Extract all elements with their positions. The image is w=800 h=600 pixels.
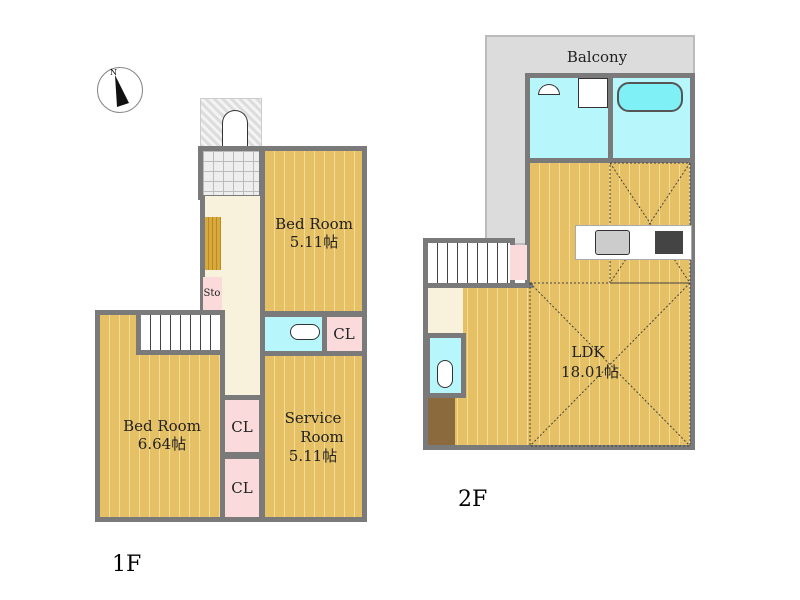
ldk-name: LDK xyxy=(571,343,605,361)
storage-2f xyxy=(428,398,455,445)
stairs-1f[interactable] xyxy=(136,310,225,355)
ldk-size: 18.01帖 xyxy=(561,363,619,381)
toilet-2f-icon xyxy=(437,360,453,388)
compass: N xyxy=(97,67,143,113)
balcony-label: Balcony xyxy=(566,48,628,66)
storage-label: Sto xyxy=(203,288,221,299)
ldk xyxy=(525,158,695,450)
floor-label-2f: 2F xyxy=(458,487,488,512)
bathtub-icon xyxy=(617,82,683,112)
north-arrow-icon xyxy=(115,75,129,107)
service-room xyxy=(260,351,367,522)
floor-label-1f: 1F xyxy=(112,552,142,577)
shoe-shelf xyxy=(205,217,221,270)
closet-1-label: CL xyxy=(333,325,355,343)
bedroom-1 xyxy=(260,146,367,316)
closet-1 xyxy=(322,312,367,356)
bedroom-1-size: 5.11帖 xyxy=(289,233,339,251)
compass-label: N xyxy=(110,68,117,77)
toilet-icon xyxy=(290,324,320,340)
stove-icon xyxy=(655,231,683,254)
closet-2f xyxy=(510,245,527,280)
bedroom-2-name: Bed Room xyxy=(123,417,201,435)
storage xyxy=(203,277,222,313)
sink-icon xyxy=(595,230,630,255)
service-room-name-2: Room xyxy=(300,428,344,446)
hall-2f xyxy=(428,288,463,333)
closet-2-label: CL xyxy=(231,418,253,436)
entrance-door[interactable] xyxy=(222,110,248,148)
bedroom-2-size: 6.64帖 xyxy=(137,435,187,453)
bedroom-1-name: Bed Room xyxy=(275,215,353,233)
entry-tiles xyxy=(198,146,264,200)
stairs-2f[interactable] xyxy=(423,238,515,288)
closet-3-label: CL xyxy=(231,479,253,497)
washing-machine xyxy=(578,78,608,108)
service-room-name: Service xyxy=(284,409,342,427)
service-room-size: 5.11帖 xyxy=(288,447,338,465)
